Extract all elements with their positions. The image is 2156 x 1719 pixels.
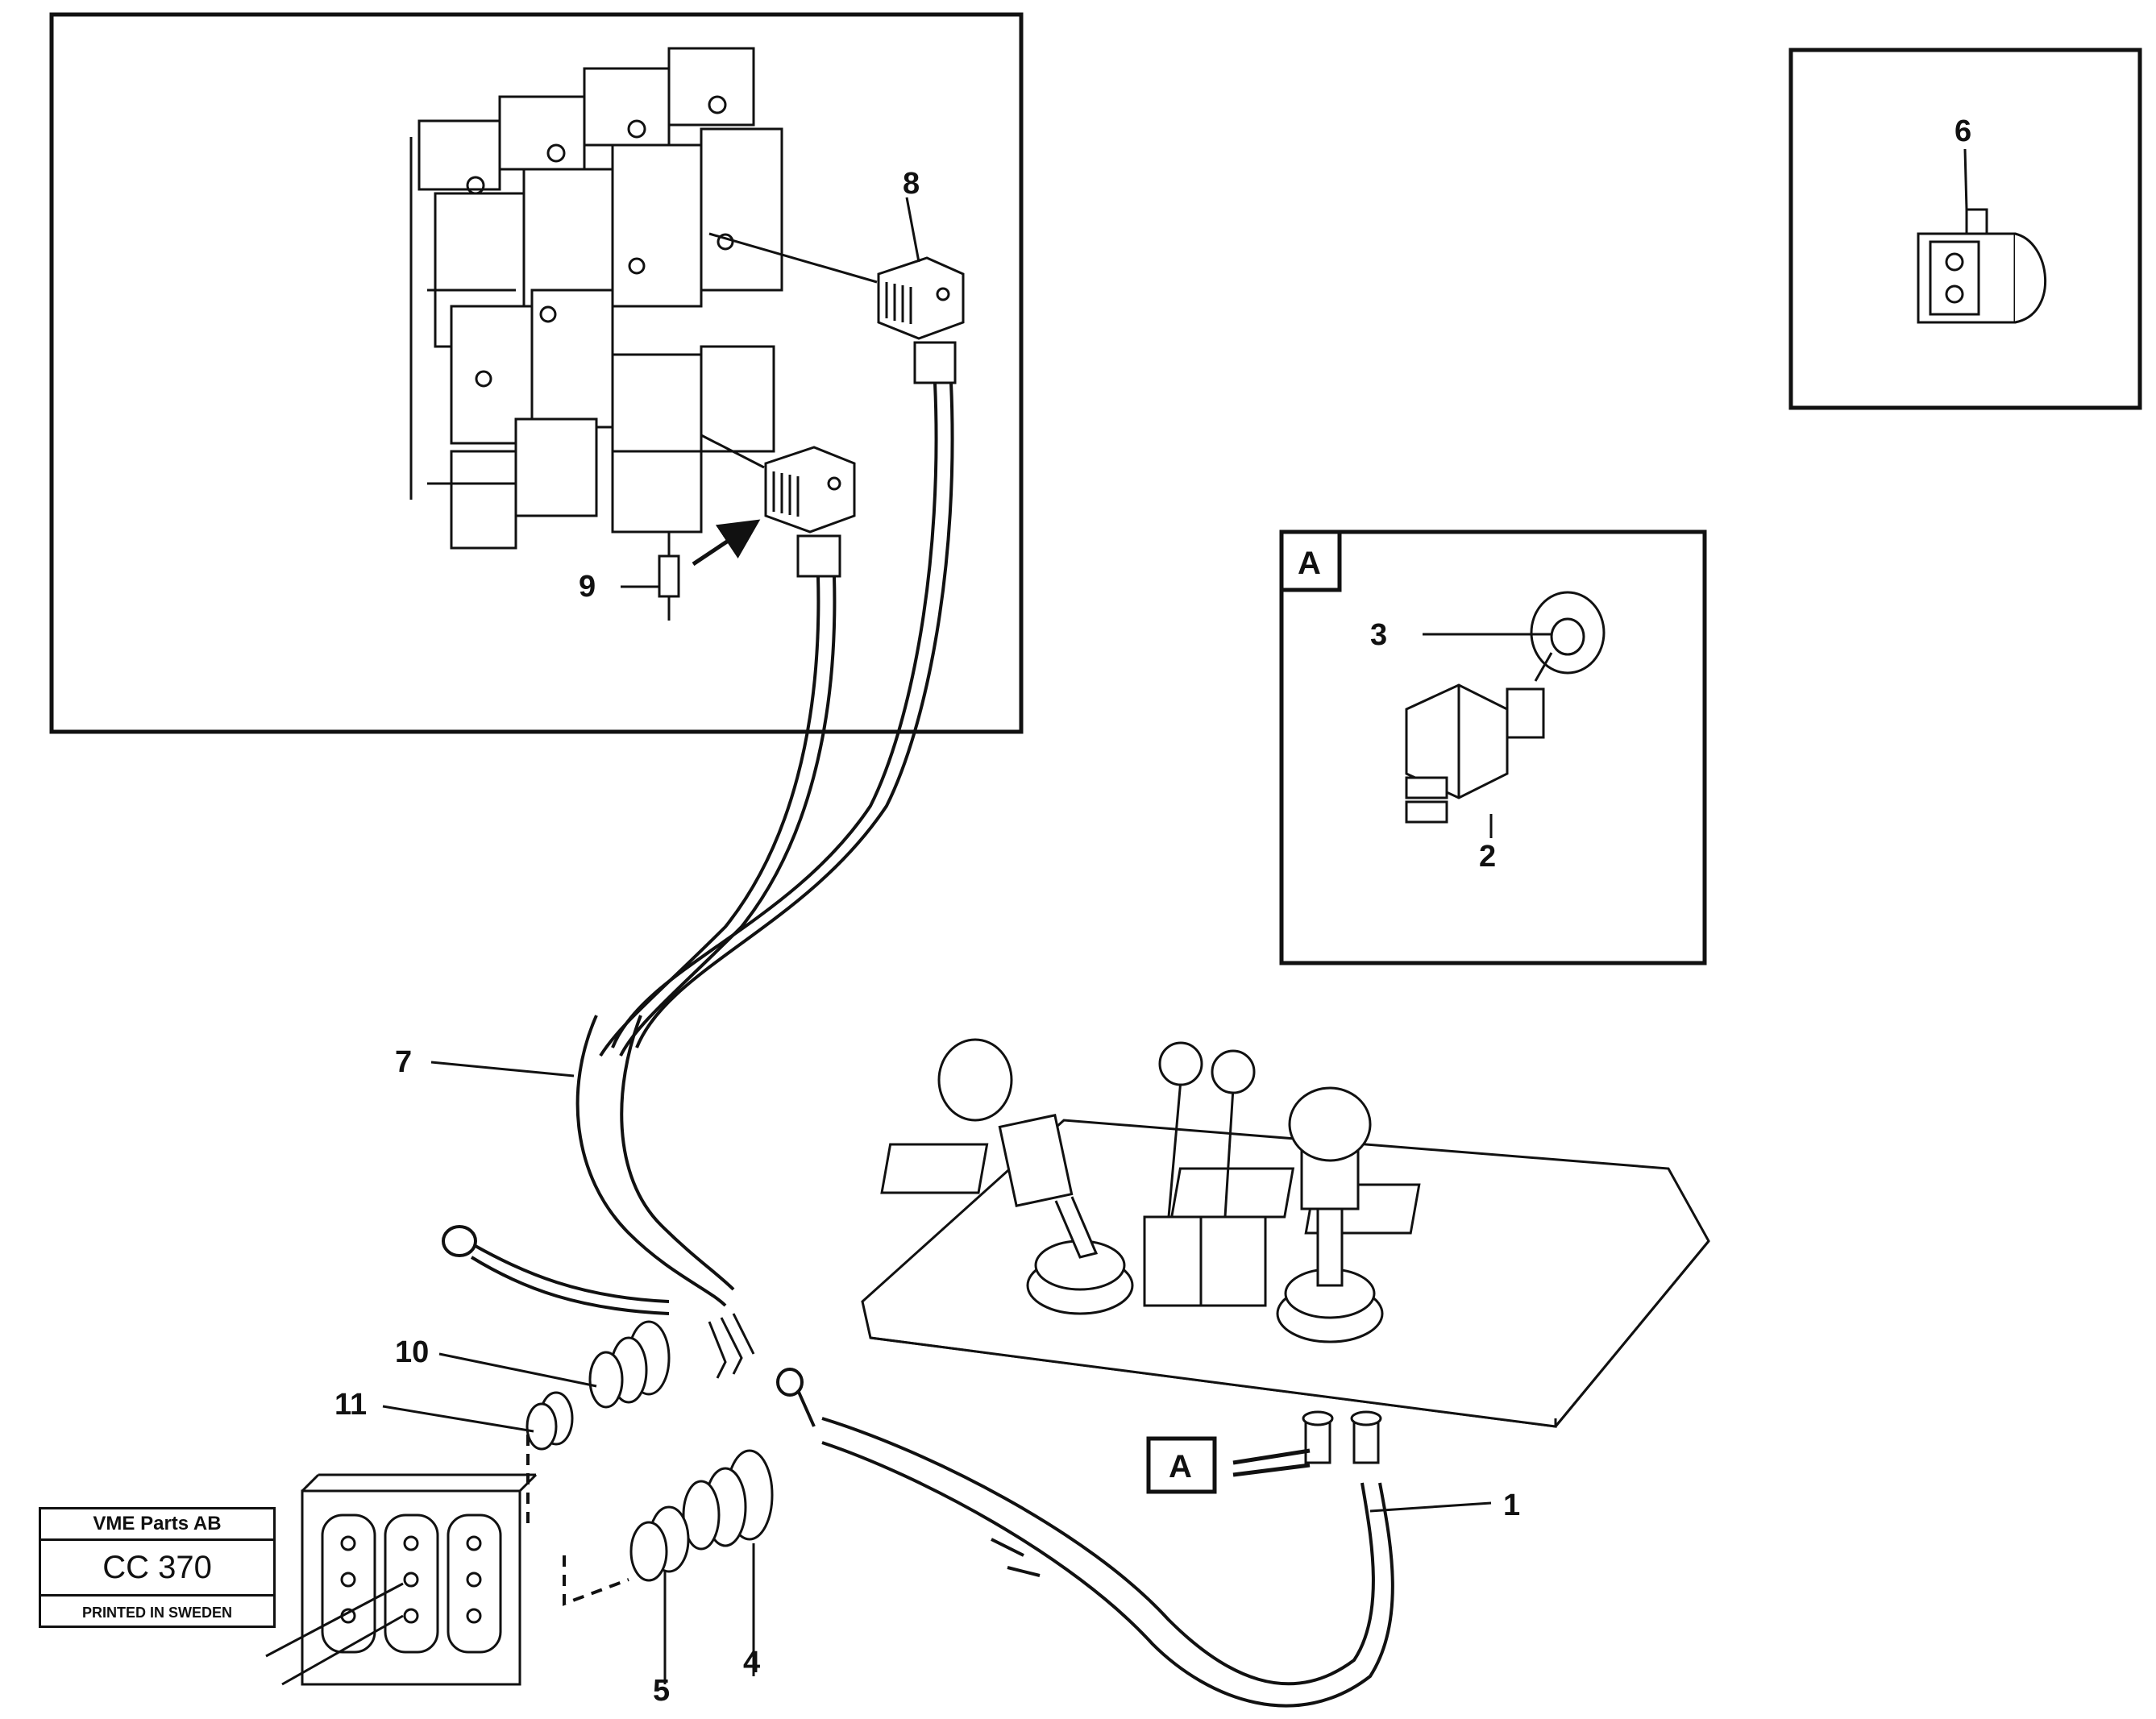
- callout-7: 7: [395, 1045, 412, 1079]
- cable-bracket: [301, 1473, 538, 1686]
- grommet-4: [682, 1449, 774, 1551]
- callout-11: 11: [334, 1388, 367, 1422]
- detail-a-inset-frame: [1279, 529, 1707, 965]
- connector-inset-frame: [1788, 48, 2142, 410]
- stamp-printed: PRINTED IN SWEDEN: [81, 1605, 232, 1621]
- callout-1: 1: [1503, 1489, 1520, 1522]
- pushbutton-switch-2: [1405, 683, 1545, 824]
- callout-9: 9: [579, 570, 596, 604]
- grommet-10: [588, 1320, 671, 1409]
- joystick-left: [937, 1038, 1134, 1315]
- detail-a-reference-box: [1146, 1436, 1217, 1494]
- joystick-right: [1276, 1086, 1384, 1343]
- control-levers: [1143, 1041, 1267, 1307]
- callout-6: 6: [1955, 114, 1971, 148]
- detail-a-reference-tag: A: [1169, 1449, 1192, 1484]
- stamp-code: CC 370: [41, 1541, 273, 1597]
- knob-3: [1530, 591, 1606, 682]
- switch-connector-pair: [1302, 1410, 1382, 1464]
- connector-plug-lower: [764, 446, 856, 578]
- grommet-11: [525, 1391, 574, 1451]
- stamp-company: VME Parts AB: [41, 1509, 273, 1541]
- callout-5: 5: [653, 1674, 670, 1708]
- assembly-arrow: [692, 519, 761, 567]
- control-console: [861, 1119, 1710, 1428]
- print-stamp: VME Parts AB CC 370 PRINTED IN SWEDEN: [39, 1507, 276, 1628]
- leader-lines: [265, 148, 1968, 1686]
- callout-4: 4: [743, 1646, 760, 1680]
- detail-a-tag: A: [1298, 546, 1321, 581]
- valve-inset-frame: [49, 12, 1024, 734]
- cable-harness-7: [575, 382, 954, 1307]
- diode-9: [658, 532, 680, 621]
- valve-block: [409, 47, 783, 550]
- callout-3: 3: [1370, 618, 1387, 652]
- grommet-5: [629, 1505, 690, 1582]
- connector-6: [1917, 208, 2046, 324]
- detail-a-tag-box: [1279, 529, 1342, 592]
- harness-1: [776, 1368, 1394, 1708]
- callout-10: 10: [395, 1335, 429, 1369]
- callout-2: 2: [1479, 840, 1496, 874]
- ground-strap: [442, 1225, 670, 1315]
- callout-8: 8: [903, 167, 920, 201]
- connector-plug-8: [877, 256, 965, 384]
